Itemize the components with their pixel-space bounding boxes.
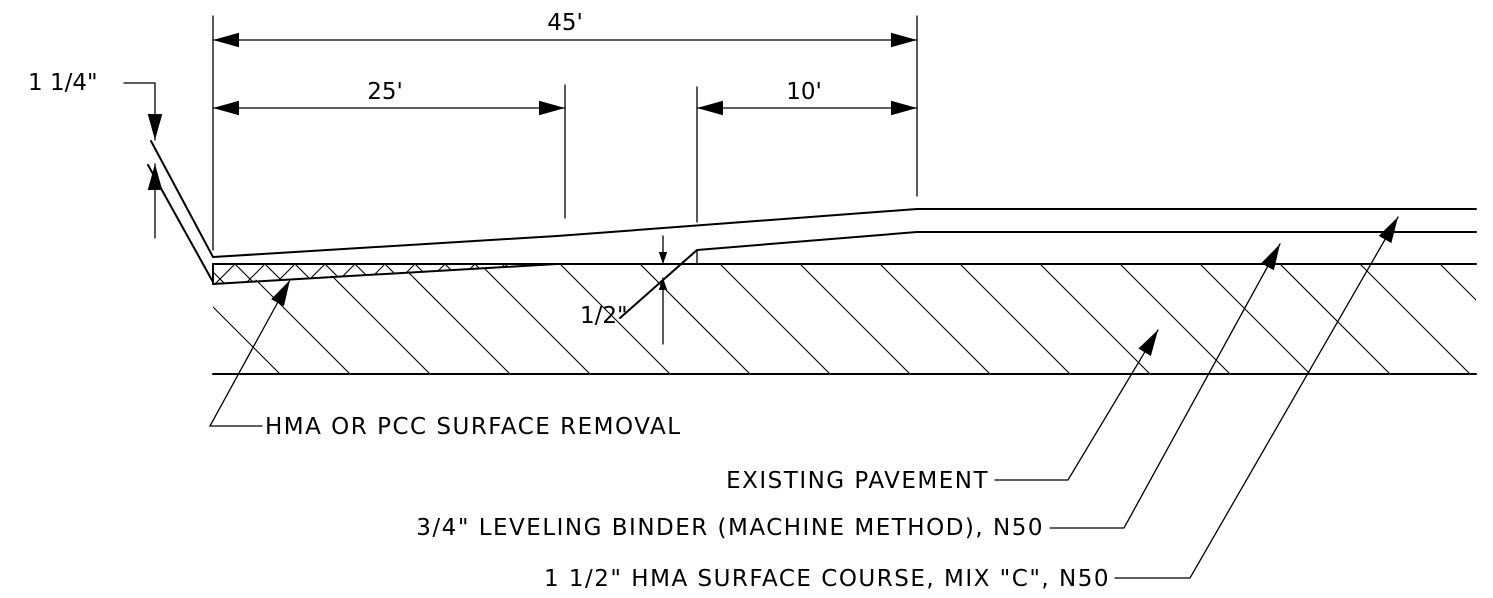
dimension-end-drop-label: 1 1/4" (28, 70, 98, 96)
surface-course-label: 1 1/2" HMA SURFACE COURSE, MIX "C", N50 (544, 566, 1110, 592)
surface-course-left-edge (147, 164, 214, 283)
removal-taper-bottom-line (212, 263, 558, 285)
dimension-25ft: 25' (212, 79, 566, 116)
existing-pavement-hatch (213, 264, 1476, 374)
dimension-45ft-label: 45' (547, 10, 583, 36)
dimension-10ft-label: 10' (786, 79, 822, 105)
dimension-45ft: 45' (212, 10, 918, 48)
surface-removal-label: HMA OR PCC SURFACE REMOVAL (265, 414, 682, 440)
callout-surface-course: 1 1/2" HMA SURFACE COURSE, MIX "C", N50 (544, 216, 1399, 592)
pavement-profile (147, 140, 1477, 375)
leveling-binder-label: 3/4" LEVELING BINDER (MACHINE METHOD), N… (416, 515, 1044, 541)
surface-course-top-line (150, 140, 1477, 258)
existing-pavement-label: EXISTING PAVEMENT (726, 468, 989, 494)
dimension-10ft: 10' (696, 79, 918, 116)
extension-lines (212, 15, 918, 251)
dimension-butt-joint-drop: 1/2" (580, 235, 668, 345)
callout-existing-pavement: EXISTING PAVEMENT (726, 329, 1159, 494)
callout-surface-removal: HMA OR PCC SURFACE REMOVAL (208, 279, 682, 440)
callout-leveling-binder: 3/4" LEVELING BINDER (MACHINE METHOD), N… (416, 243, 1281, 541)
dimension-butt-joint-drop-label: 1/2" (580, 303, 628, 329)
dimension-25ft-label: 25' (367, 79, 403, 105)
dimension-end-drop: 1 1/4" (28, 70, 163, 239)
leveling-binder-top-line (619, 231, 1477, 319)
